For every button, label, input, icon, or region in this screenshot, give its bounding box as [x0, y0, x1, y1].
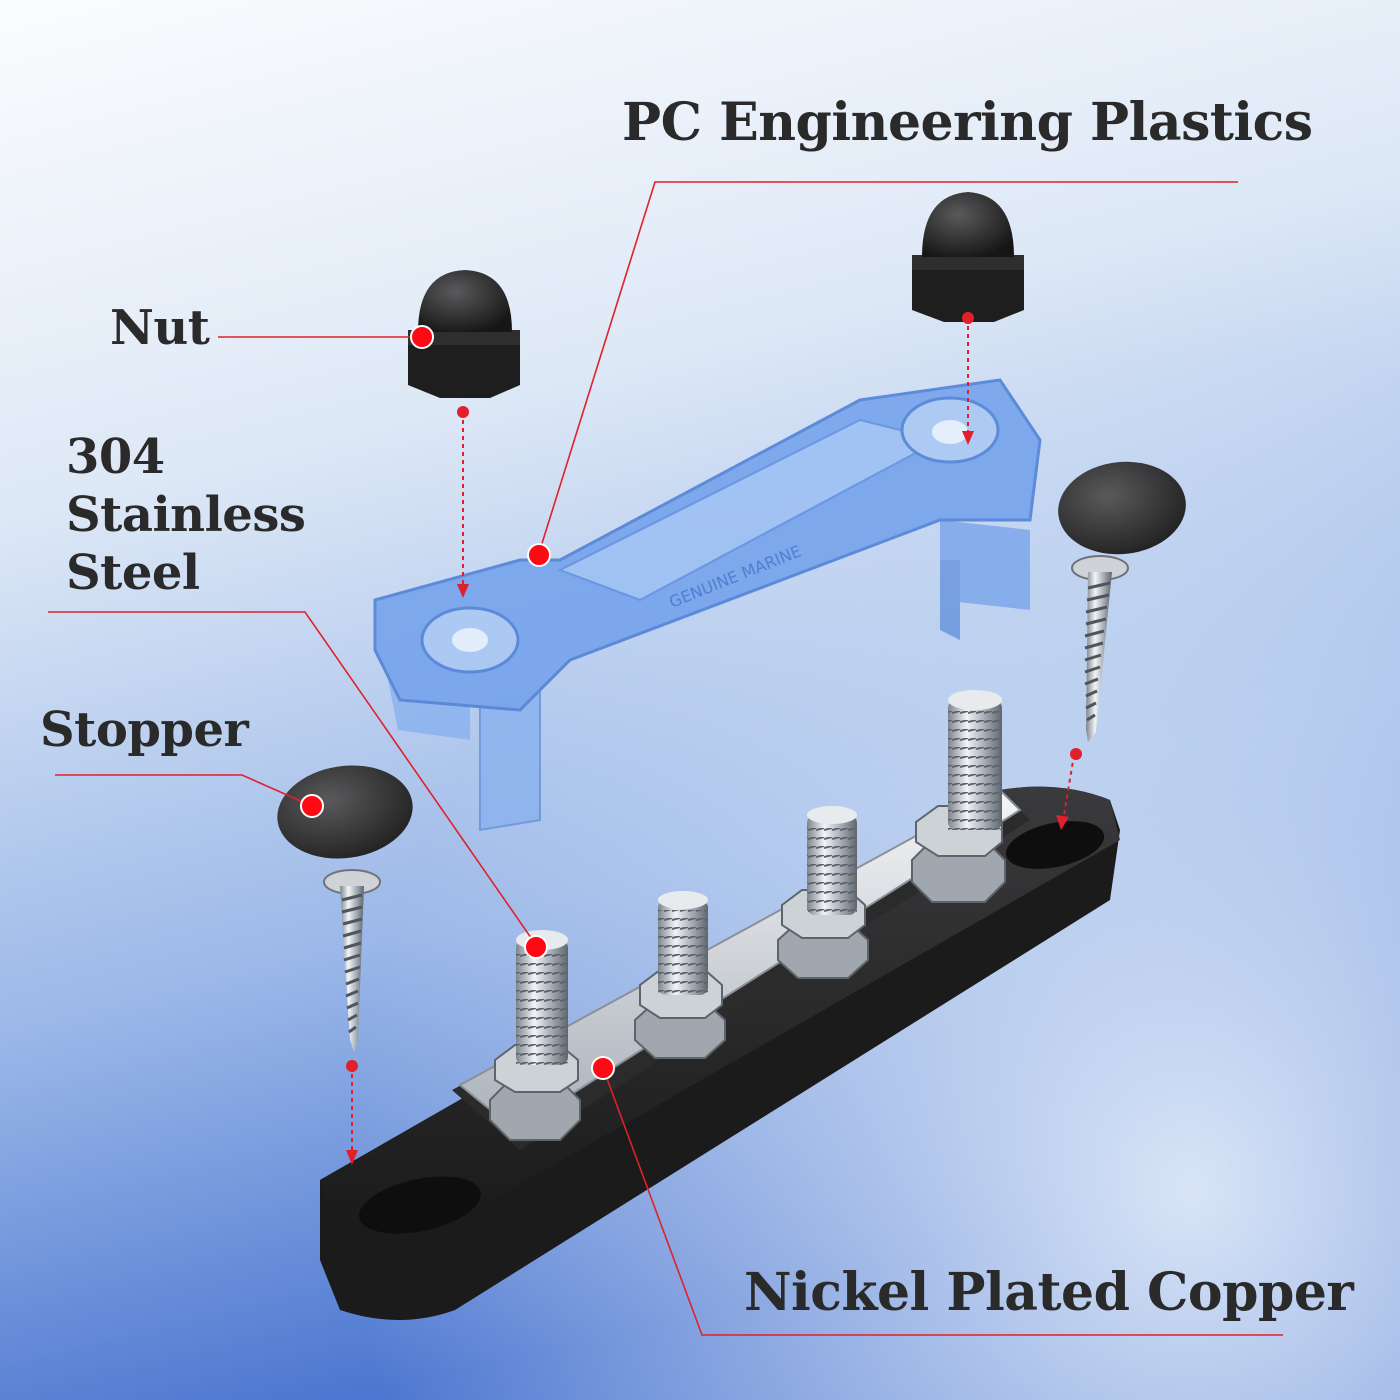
label-nut: Nut — [110, 300, 210, 356]
label-stopper: Stopper — [40, 702, 249, 758]
base-hole-right — [1005, 821, 1105, 869]
stud-1 — [489, 930, 581, 1141]
stopper-left — [277, 765, 413, 859]
callout-line-steel — [48, 611, 537, 946]
label-nickel-plated-copper: Nickel Plated Copper — [744, 1262, 1354, 1323]
callout-line-pc — [538, 181, 1238, 554]
arrow-heads — [346, 431, 1069, 1165]
stopper-right — [1058, 461, 1186, 555]
callout-line-stopper — [55, 774, 313, 807]
label-pc-engineering-plastics: PC Engineering Plastics — [622, 92, 1313, 153]
callout-line-copper — [602, 1067, 1283, 1336]
label-304-stainless-steel: 304 Stainless Steel — [66, 428, 306, 602]
marker-stud — [524, 935, 548, 959]
acorn-nut-right — [912, 192, 1024, 322]
red-dot-icon — [300, 325, 615, 1080]
label-steel-line-1: 304 — [66, 429, 165, 485]
label-steel-line-2: Stainless — [66, 487, 306, 543]
acorn-nut-left — [408, 270, 520, 398]
screw-right — [1071, 555, 1129, 742]
arrow-tail-dots — [346, 312, 1082, 1072]
marker-copper — [591, 1056, 615, 1080]
marker-nut — [410, 325, 434, 349]
stud-4 — [911, 690, 1006, 903]
pc-cover — [373, 378, 1042, 832]
marker-pc-cover — [527, 543, 551, 567]
stud-3 — [777, 806, 869, 979]
screw-left — [323, 869, 381, 1052]
dashed-arrow-icon — [351, 318, 1075, 1152]
callout-lines — [48, 181, 1283, 1336]
stud-2 — [634, 891, 726, 1059]
base-hole-left — [359, 1176, 481, 1234]
label-steel-line-3: Steel — [66, 545, 200, 601]
marker-stopper — [300, 794, 324, 818]
